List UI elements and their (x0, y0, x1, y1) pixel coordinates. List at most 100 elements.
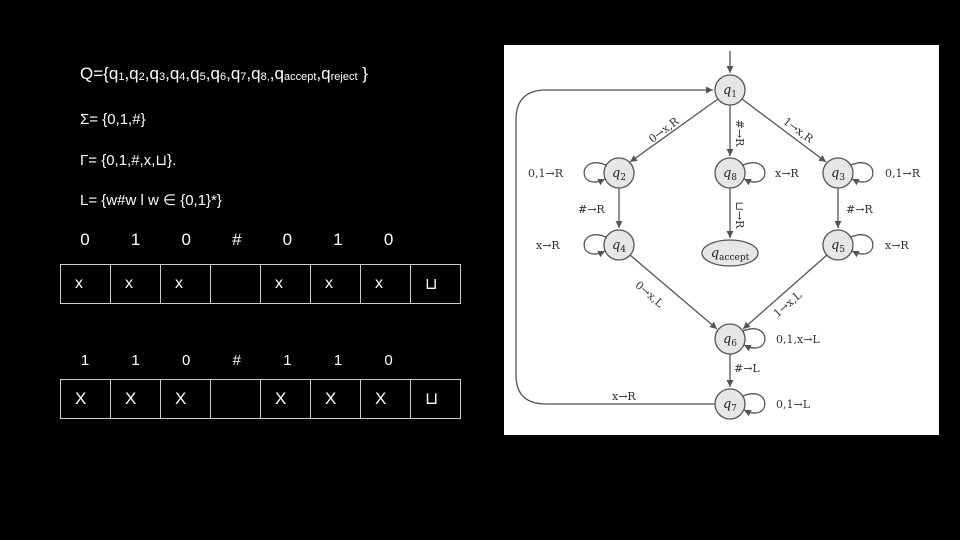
transition-label: 0→x,L (632, 279, 666, 311)
tape-cell: x (60, 264, 111, 304)
tape-cell: x (110, 264, 161, 304)
transition-label: 0,1→R (528, 167, 564, 180)
transition-label: x→R (885, 239, 909, 252)
input-symbol: 1 (80, 352, 90, 369)
transition-arrow-q4-q6 (629, 254, 718, 330)
transition-arrow-q6-q6 (742, 328, 766, 352)
state-node-qaccept: qaccept (701, 239, 759, 267)
state-name: q2 (612, 166, 626, 183)
tape-cell (210, 264, 261, 304)
input-symbol: 1 (131, 352, 140, 369)
tape1-input-symbols: 0 1 0 #0 1 0 (60, 230, 465, 254)
transition-label: #→R (846, 203, 873, 216)
tape-cell: ⊔ (410, 264, 461, 304)
transition-arrow-q7-q7 (742, 393, 766, 417)
transition-arrow-q1-q2 (629, 98, 719, 163)
transition-label: 0,1,x→L (776, 333, 820, 346)
transition-label: #→R (733, 120, 746, 147)
transition-label: 0,1→R (885, 167, 921, 180)
transition-arrow-q5-q6 (742, 254, 828, 330)
input-symbol: 0 (182, 352, 191, 369)
state-symbol: q2 (129, 64, 145, 83)
tape-cell: X (110, 379, 161, 419)
state-symbol: q6 (210, 64, 227, 83)
transition-arrow-q7-q1 (515, 86, 715, 405)
state-name: q1 (723, 83, 737, 100)
tape-cell: X (360, 379, 411, 419)
state-node-q6: q6 (714, 323, 746, 355)
input-symbol: 1 (130, 230, 141, 249)
transition-arrow-q8-q8 (742, 162, 766, 186)
transition-arrow-q3-q3 (850, 162, 874, 186)
input-symbol: 1 (333, 352, 343, 369)
input-symbol: 0 (282, 230, 293, 249)
input-symbol: # (232, 230, 242, 249)
transition-arrow-q2-q2 (583, 162, 607, 186)
input-symbol: 0 (384, 352, 393, 369)
transition-label: x→R (612, 390, 636, 403)
state-node-q3: q3 (822, 157, 854, 189)
input-symbol: 1 (283, 352, 292, 369)
tape-cell: x (260, 264, 311, 304)
input-symbol: 0 (181, 230, 191, 249)
tape-cell: x (310, 264, 361, 304)
states-close: } (357, 64, 368, 83)
transition-label: #→L (734, 362, 760, 375)
tape-cell: X (260, 379, 311, 419)
tape-cell (210, 379, 261, 419)
input-symbol: 0 (80, 230, 90, 249)
transition-arrow-q4-q4 (583, 234, 607, 258)
state-node-q8: q8 (714, 157, 746, 189)
transition-label: ⊔→R (733, 202, 746, 229)
state-symbol: q4 (169, 64, 186, 83)
state-node-q1: q1 (714, 74, 746, 106)
state-symbol: q1 (108, 64, 125, 83)
language-definition: L= {w#w l w ∈ {0,1}*} (80, 192, 222, 209)
transition-label: x→R (775, 167, 799, 180)
state-node-q5: q5 (822, 229, 854, 261)
states-open: Q={ (80, 64, 109, 83)
state-symbol: qaccept (274, 64, 317, 83)
state-name: q7 (723, 397, 737, 414)
state-name: q8 (723, 166, 737, 183)
transition-label: 1→x,L (771, 288, 805, 320)
transition-label: 0→x,R (646, 114, 682, 145)
transition-arrow-q5-q5 (850, 234, 874, 258)
state-node-q7: q7 (714, 388, 746, 420)
state-symbol: qreject (321, 64, 358, 83)
state-name: q4 (612, 238, 626, 255)
state-name: q3 (831, 166, 845, 183)
input-symbol: 0 (383, 230, 394, 249)
tape-cell: x (360, 264, 411, 304)
states-definition: Q={q1,q2,q3,q4,q5,q6,q7,q8,,qaccept,qrej… (80, 64, 368, 83)
tape-cell: x (160, 264, 211, 304)
transition-label: 0,1→L (776, 398, 811, 411)
state-symbol: q5 (190, 64, 206, 83)
state-node-q2: q2 (603, 157, 635, 189)
transition-label: #→R (578, 203, 605, 216)
tape2-input-symbols: 1 1 0 #1 1 0 (60, 352, 465, 376)
transition-label: x→R (536, 239, 560, 252)
tape-cell: ⊔ (410, 379, 461, 419)
input-symbol: 1 (333, 230, 343, 249)
state-symbol: q8, (251, 64, 270, 83)
state-name: qaccept (711, 246, 750, 263)
tape-alphabet-definition: Γ= {0,1,#,x,⊔}. (80, 152, 177, 169)
state-node-q4: q4 (603, 229, 635, 261)
transition-arrow-q1-q3 (741, 98, 827, 163)
tape-cell: X (310, 379, 361, 419)
state-name: q5 (831, 238, 845, 255)
input-alphabet-definition: Σ= {0,1,#} (80, 111, 146, 128)
tape-cell: X (60, 379, 111, 419)
state-symbol: q7 (230, 64, 247, 83)
state-name: q6 (723, 332, 737, 349)
state-symbol: q3 (149, 64, 166, 83)
input-symbol: # (232, 352, 241, 369)
tape-cell: X (160, 379, 211, 419)
